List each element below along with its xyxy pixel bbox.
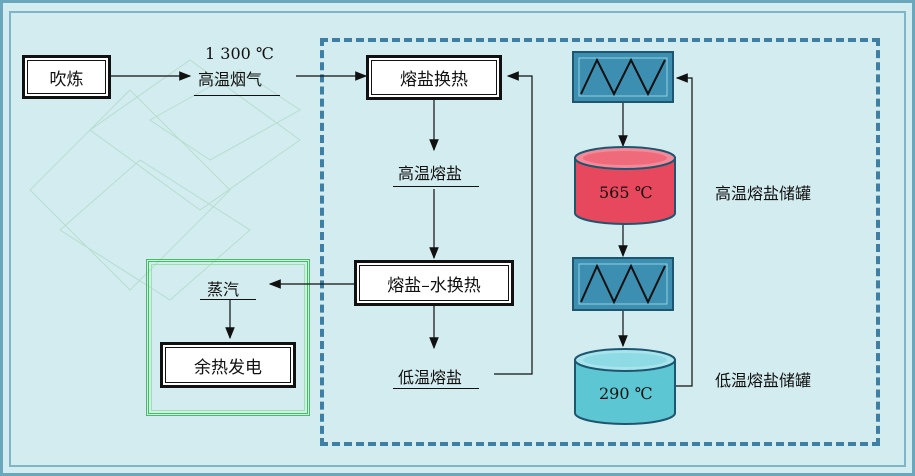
cold-tank-temp: 290 ℃ xyxy=(599,384,653,403)
arrow-coldsalt-return xyxy=(494,71,533,375)
power-generation-box: 余热发电 xyxy=(160,342,296,388)
hot-salt-label: 高温熔盐 xyxy=(398,164,463,183)
hot-tank-temp: 565 ℃ xyxy=(599,183,653,202)
salt-water-exchange-box: 熔盐–水换热 xyxy=(354,260,514,306)
blowing-box: 吹炼 xyxy=(22,55,111,99)
salt-exchange-label: 熔盐换热 xyxy=(400,70,468,90)
power-generation-region xyxy=(146,259,310,416)
hot-tank-label: 高温熔盐储罐 xyxy=(715,184,812,203)
heat-exchanger-middle-icon xyxy=(572,257,674,311)
power-generation-label: 余热发电 xyxy=(194,357,262,378)
salt-exchange-box: 熔盐换热 xyxy=(366,55,502,100)
cold-tank-label: 低温熔盐储罐 xyxy=(715,371,812,390)
blowing-label: 吹炼 xyxy=(49,69,84,90)
inner-frame xyxy=(9,11,906,467)
steam-underline xyxy=(200,299,256,300)
salt-water-exchange-label: 熔盐–水换热 xyxy=(387,275,481,296)
arrow-coldtank-return xyxy=(672,73,693,387)
hot-salt-underline xyxy=(393,186,479,187)
cold-tank-icon xyxy=(574,348,676,425)
flue-temp-label: 1 300 ℃ xyxy=(205,44,274,63)
steam-label: 蒸汽 xyxy=(207,280,240,299)
hot-tank-icon xyxy=(574,146,676,225)
heat-exchanger-top-icon xyxy=(572,51,674,103)
storage-system-region xyxy=(320,38,880,446)
flue-underline xyxy=(194,95,280,96)
cold-salt-label: 低温熔盐 xyxy=(398,368,463,387)
cold-salt-underline xyxy=(393,388,479,389)
flue-name-label: 高温烟气 xyxy=(198,70,263,89)
